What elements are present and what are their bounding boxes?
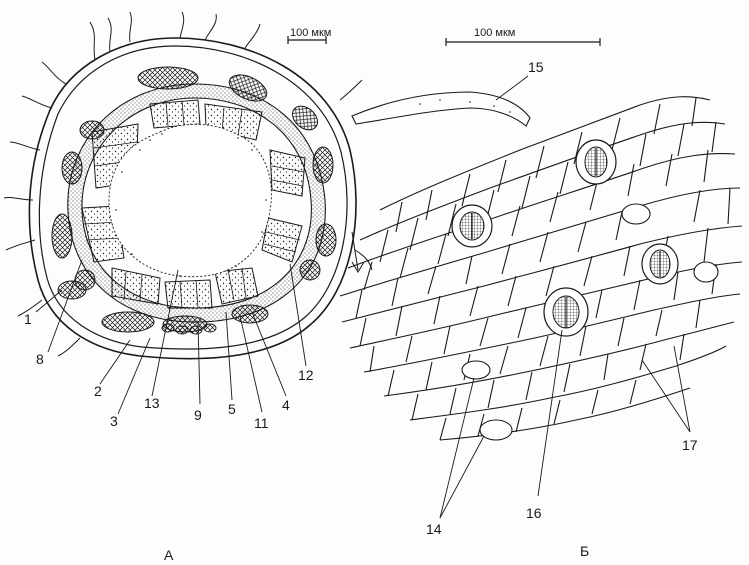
- label-9: 9: [194, 408, 202, 422]
- label-17: 17: [682, 438, 698, 452]
- label-13: 13: [144, 396, 160, 410]
- label-3: 3: [110, 414, 118, 428]
- label-12: 12: [298, 368, 314, 382]
- scale-bar-b-line: [446, 38, 600, 46]
- stomata: [452, 140, 678, 336]
- scale-label-b: 100 мкм: [474, 28, 515, 39]
- scale-label-a: 100 мкм: [290, 28, 331, 39]
- label-14: 14: [426, 522, 442, 536]
- epidermis-surface-b: [330, 38, 742, 518]
- stoma: [576, 140, 616, 184]
- stoma: [544, 288, 588, 336]
- hair-stipple: [419, 99, 511, 113]
- panel-label-a: А: [164, 548, 173, 562]
- label-4: 4: [282, 398, 290, 412]
- label-8: 8: [36, 352, 44, 366]
- panel-label-b: Б: [580, 544, 589, 558]
- rounded-cells: [462, 204, 718, 440]
- label-16: 16: [526, 506, 542, 520]
- pith-boundary: [109, 124, 271, 276]
- label-5: 5: [228, 402, 236, 416]
- label-1: 1: [24, 312, 32, 326]
- label-15: 15: [528, 60, 544, 74]
- label-11: 11: [254, 416, 269, 430]
- stoma: [642, 244, 678, 284]
- epidermal-hair: [352, 92, 530, 126]
- stoma: [452, 205, 492, 247]
- label-2: 2: [94, 384, 102, 398]
- cross-section-a: [4, 12, 372, 414]
